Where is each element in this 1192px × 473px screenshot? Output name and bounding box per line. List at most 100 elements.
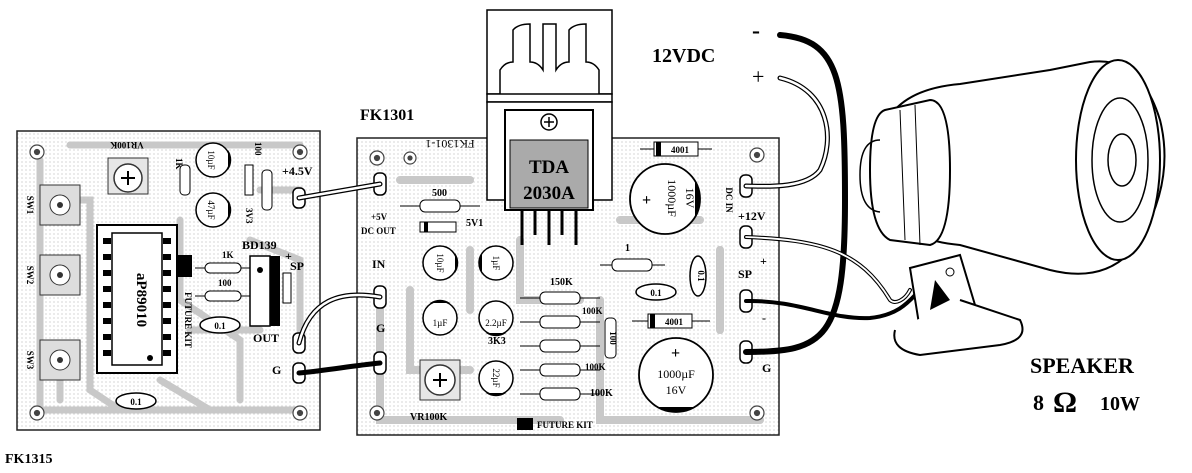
ic-ap89010: aP89010 xyxy=(96,224,178,374)
cap-1uf-a: 1µF xyxy=(478,245,514,281)
cap-1000uf-top: + 1000µF 16V xyxy=(629,163,701,235)
label-5v: +5V xyxy=(371,212,388,222)
cap-2-2uf: 2.2µF xyxy=(478,300,514,337)
cap-10uf-fk1301: 10µF xyxy=(422,245,459,281)
trimmer-pot-vr100k: VR100K xyxy=(107,140,149,195)
cap-1uf-b: 1µF xyxy=(422,299,458,336)
svg-text:10µF: 10µF xyxy=(435,253,445,272)
svg-text:0.1: 0.1 xyxy=(214,321,226,331)
svg-text:1000µF: 1000µF xyxy=(657,367,695,381)
label-sp: SP xyxy=(738,267,752,281)
speaker-ohm-value: 8 xyxy=(1033,390,1044,415)
sw2-label: SW2 xyxy=(25,266,35,285)
cap-0-1-fk1315-b: 0.1 xyxy=(115,392,157,410)
ic-tda2030a: TDA 2030A xyxy=(504,109,594,245)
diode-4001-top: 4001 xyxy=(640,141,712,157)
svg-text:TDA: TDA xyxy=(529,157,569,178)
label-in: IN xyxy=(372,257,386,271)
cap-0-1-fk1301-a: 0.1 xyxy=(635,283,677,301)
wires xyxy=(296,32,922,376)
resistor-1: 1 xyxy=(600,243,665,272)
label-g-fk1315: G xyxy=(272,363,281,377)
speaker-label: SPEAKER 8 Ω 10W xyxy=(1030,353,1140,419)
svg-text:1000µF: 1000µF xyxy=(665,179,679,217)
diode-4001-mid: 4001 xyxy=(632,313,710,329)
label-sp-plus: + xyxy=(760,254,767,268)
fk1315-logo: FUTURE KIT xyxy=(178,255,193,348)
svg-text:BD139: BD139 xyxy=(242,238,277,252)
svg-text:2.2µF: 2.2µF xyxy=(485,318,506,328)
resistor-500: 500 xyxy=(400,188,480,213)
label-100k-b: 100K xyxy=(585,362,606,372)
svg-text:4001: 4001 xyxy=(665,317,684,327)
svg-text:16V: 16V xyxy=(683,188,697,209)
fk1315-title: FK1315 xyxy=(5,452,52,467)
svg-text:4001: 4001 xyxy=(671,145,690,155)
svg-text:+: + xyxy=(642,192,651,209)
power-input: 12VDC - + xyxy=(652,18,764,89)
label-100-top: 100 xyxy=(253,142,263,156)
fk1301-silk: FK1301-1 xyxy=(425,137,474,151)
speaker-horn xyxy=(859,59,1166,357)
svg-text:1µF: 1µF xyxy=(491,256,501,271)
label-3v3: 3V3 xyxy=(244,208,254,224)
speaker-title: SPEAKER xyxy=(1030,353,1135,378)
label-plus-fk1315: + xyxy=(285,249,292,263)
label-sp-minus: - xyxy=(762,311,766,325)
svg-text:100: 100 xyxy=(608,331,618,345)
power-plus: + xyxy=(752,64,764,89)
svg-text:5V1: 5V1 xyxy=(466,218,483,229)
svg-text:10µF: 10µF xyxy=(206,150,216,169)
label-12v: +12V xyxy=(738,209,766,223)
svg-text:0.1: 0.1 xyxy=(130,397,142,407)
cap-0-1-fk1301-b: 0.1 xyxy=(689,255,707,297)
svg-text:VR100K: VR100K xyxy=(410,412,447,423)
svg-text:16V: 16V xyxy=(666,383,687,397)
label-100k-a: 100K xyxy=(582,306,603,316)
speaker-watt: 10W xyxy=(1100,393,1140,415)
cap-1000uf-bottom: + 1000µF 16V xyxy=(638,337,714,413)
cap-0-1-fk1315-a: 0.1 xyxy=(199,316,241,334)
speaker-ohm-symbol: Ω xyxy=(1053,386,1077,419)
label-3k3: 3K3 xyxy=(488,336,506,347)
label-sp-fk1315: SP xyxy=(290,259,304,273)
label-150k: 150K xyxy=(550,277,573,288)
svg-text:1: 1 xyxy=(625,243,630,254)
power-minus: - xyxy=(752,18,760,44)
trimmer-pot-vr100k-fk1301: VR100K xyxy=(410,359,461,423)
label-out: OUT xyxy=(253,331,279,345)
svg-text:FUTURE KIT: FUTURE KIT xyxy=(537,420,593,430)
transistor-bd139: BD139 xyxy=(242,238,280,327)
resistor-100: 100 xyxy=(195,278,250,302)
switch-sw2: SW2 xyxy=(25,254,81,296)
svg-text:100: 100 xyxy=(218,278,232,288)
fk1301-logo: FUTURE KIT xyxy=(517,418,593,430)
cap-47uf: 47µF xyxy=(195,192,232,228)
svg-text:1µF: 1µF xyxy=(433,318,448,328)
label-g1: G xyxy=(376,321,385,335)
svg-text:47µF: 47µF xyxy=(206,200,216,219)
sw1-label: SW1 xyxy=(25,196,35,215)
label-4-5v: +4.5V xyxy=(282,164,313,178)
resistor-100-vertical: 100 xyxy=(604,317,618,359)
ic-label: aP89010 xyxy=(133,273,149,327)
zener-5v1: 5V1 xyxy=(419,218,483,233)
fk1301-board: FK1301 FK1301-1 xyxy=(356,9,780,436)
svg-text:22µF: 22µF xyxy=(491,368,501,387)
fk1301-title: FK1301 xyxy=(360,107,414,124)
svg-text:FUTURE KIT: FUTURE KIT xyxy=(183,292,193,348)
label-g2: G xyxy=(762,361,771,375)
vr-label: VR100K xyxy=(110,140,144,150)
label-100k-c: 100K xyxy=(590,388,613,399)
svg-text:0.1: 0.1 xyxy=(650,288,662,298)
label-dc-out: DC OUT xyxy=(361,226,396,236)
sw3-label: SW3 xyxy=(25,351,35,370)
resistor-1k: 1K xyxy=(195,250,250,274)
label-1k: 1K xyxy=(174,158,184,170)
label-dc-in: DC IN xyxy=(724,187,734,213)
svg-text:0.1: 0.1 xyxy=(696,270,706,282)
switch-sw1: SW1 xyxy=(25,184,81,226)
fk1315-board: VR100K SW1 SW2 SW3 xyxy=(5,130,321,467)
cap-10uf: 10µF xyxy=(195,142,232,178)
